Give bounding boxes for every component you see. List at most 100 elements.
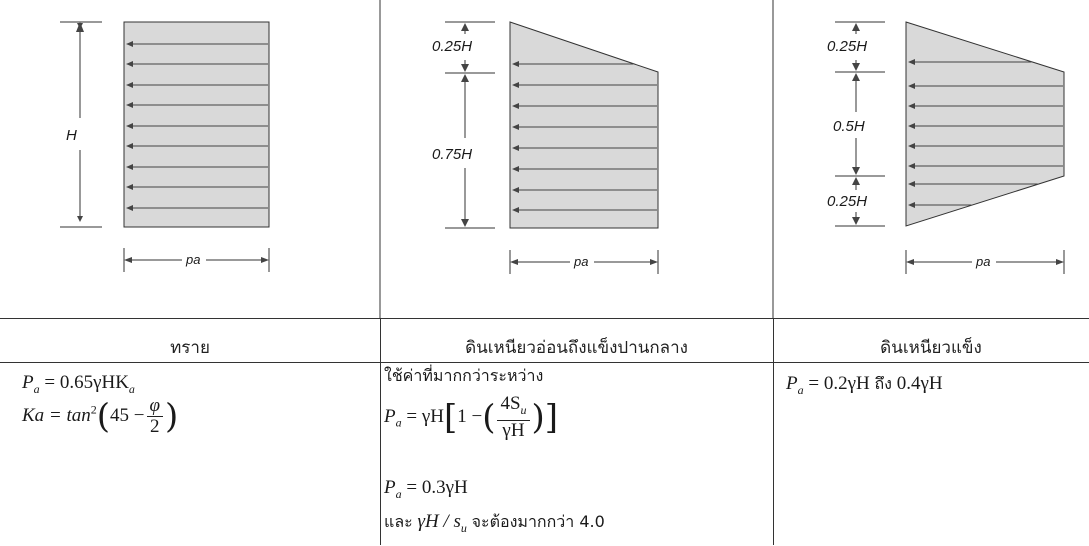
soft-clay-arrowhead-2 xyxy=(512,82,519,88)
sand-height-label: H xyxy=(66,127,77,144)
soft-dim-head-1 xyxy=(461,23,469,31)
stiff-dim-head-2 xyxy=(852,63,860,71)
soft-cond-sub: u xyxy=(460,520,467,535)
stiff-dim-head-3 xyxy=(852,73,860,81)
stiff-clay-arrowhead-5 xyxy=(908,143,915,149)
sand-eq-pa-sub: a xyxy=(33,381,40,396)
table-col-divider-1 xyxy=(380,318,381,545)
pressure-diagrams: H pa 0.25H 0.75H xyxy=(60,0,1065,318)
soft-eq1-lhs: P xyxy=(384,405,396,427)
soft-eq1-num-sub: u xyxy=(520,402,527,417)
sand-eq-pa: Pa = 0.65γHKa xyxy=(22,372,135,397)
soft-clay-arrowhead-5 xyxy=(512,145,519,151)
soft-clay-arrowhead-7 xyxy=(512,187,519,193)
soft-bottom-label: 0.75H xyxy=(432,146,472,163)
stiff-clay-arrowhead-1 xyxy=(908,59,915,65)
sand-arrowhead-3 xyxy=(126,82,133,88)
stiff-eq-rhs2: 0.4γH xyxy=(896,373,943,394)
header-soft-clay: ดินเหนียวอ่อนถึงแข็งปานกลาง xyxy=(465,338,688,358)
soft-clay-intro: ใช้ค่าที่มากกว่าระหว่าง xyxy=(384,366,544,385)
sand-eq-ka-sup: 2 xyxy=(90,402,97,417)
soft-eq2-lhs: P xyxy=(384,477,396,498)
diagram-sand: H pa xyxy=(60,21,270,272)
stiff-mid-label: 0.5H xyxy=(833,118,865,135)
soft-clay-condition: และ γH / su จะต้องมากกว่า 4.0 xyxy=(384,510,605,536)
stiff-dim-head-4 xyxy=(852,167,860,175)
stiff-clay-pressure-shape xyxy=(905,21,1065,227)
sand-eq-ka-inner: 45 − xyxy=(110,404,145,426)
soft-cond-suffix: จะต้องมากกว่า 4.0 xyxy=(471,512,605,531)
soft-dim-head-3 xyxy=(461,74,469,82)
sand-eq-frac-num: φ xyxy=(149,395,161,416)
soft-dim-head-2 xyxy=(461,64,469,72)
stiff-clay-arrowhead-7 xyxy=(908,181,915,187)
table-header-rule xyxy=(0,362,1089,363)
soft-clay-arrowhead-1 xyxy=(512,61,519,67)
soft-clay-pressure-shape xyxy=(509,21,659,229)
sand-pa-head-right xyxy=(261,257,269,263)
soft-top-label: 0.25H xyxy=(432,38,472,55)
table-top-rule xyxy=(0,318,1089,319)
stiff-clay-arrowhead-6 xyxy=(908,163,915,169)
sand-arrowhead-9 xyxy=(126,205,133,211)
sand-arrowhead-6 xyxy=(126,143,133,149)
stiff-bottom-label: 0.25H xyxy=(827,193,867,210)
sand-dim-head-top xyxy=(76,22,84,32)
stiff-clay-eq: Pa = 0.2γH ถึง 0.4γH xyxy=(786,372,943,398)
stiff-clay-arrowhead-3 xyxy=(908,103,915,109)
stiff-dim-head-6 xyxy=(852,217,860,225)
soft-eq2-sub: a xyxy=(395,486,402,501)
soft-eq1-sub: a xyxy=(395,415,402,430)
stiff-dim-head-1 xyxy=(852,23,860,31)
stiff-pa-head-left xyxy=(906,259,914,265)
stiff-top-label: 0.25H xyxy=(827,38,867,55)
soil-pressure-table: ทราย ดินเหนียวอ่อนถึงแข็งปานกลาง ดินเหนี… xyxy=(0,318,1089,545)
stiff-clay-pressure-arrows xyxy=(908,59,1063,208)
soft-pa-head-right xyxy=(650,259,658,265)
sand-arrowhead-1 xyxy=(126,41,133,47)
soft-eq1-rhs: = γH xyxy=(406,405,444,427)
soft-clay-arrowhead-6 xyxy=(512,166,519,172)
sand-eq-frac-den: 2 xyxy=(150,416,160,437)
sand-pressure-arrows xyxy=(126,41,268,211)
soft-eq1-one: 1 − xyxy=(457,405,483,427)
stiff-eq-sub: a xyxy=(797,382,804,397)
soft-cond-prefix: และ xyxy=(384,512,413,531)
stiff-pa-label: pa xyxy=(975,254,990,269)
sand-arrowhead-8 xyxy=(126,184,133,190)
stiff-clay-formulas: Pa = 0.2γH ถึง 0.4γH xyxy=(786,366,1086,426)
soft-clay-arrowhead-4 xyxy=(512,124,519,130)
sand-arrowhead-4 xyxy=(126,102,133,108)
sand-eq-pa-rhs-sub: a xyxy=(128,381,135,396)
sand-pa-head-left xyxy=(124,257,132,263)
sand-arrowhead-5 xyxy=(126,123,133,129)
soft-dim-head-4 xyxy=(461,219,469,227)
header-sand: ทราย xyxy=(170,338,210,358)
stiff-eq-lhs: P xyxy=(786,373,798,394)
sand-eq-pa-lhs: P xyxy=(22,372,34,393)
stiff-eq-mid: ถึง xyxy=(874,374,892,393)
stiff-clay-arrowhead-2 xyxy=(908,83,915,89)
soft-eq1-rbracket: ] xyxy=(544,397,559,438)
soft-clay-pressure-arrows xyxy=(512,61,657,213)
sand-pressure-rect xyxy=(123,21,270,228)
soft-clay-arrowhead-8 xyxy=(512,207,519,213)
stiff-clay-arrowhead-8 xyxy=(908,202,915,208)
soft-pa-head-left xyxy=(510,259,518,265)
sand-eq-lparen: ( xyxy=(96,396,111,437)
table-col-divider-2 xyxy=(773,318,774,545)
soft-eq1-num: 4S xyxy=(500,393,521,414)
sand-eq-ka-lhs: Ka = tan xyxy=(22,404,91,426)
stiff-clay-arrowhead-4 xyxy=(908,123,915,129)
sand-arrowhead-2 xyxy=(126,61,133,67)
sand-eq-rparen: ) xyxy=(165,396,179,437)
soft-eq2-rhs: = 0.3γH xyxy=(406,477,468,498)
sand-pa-label: pa xyxy=(185,252,200,267)
